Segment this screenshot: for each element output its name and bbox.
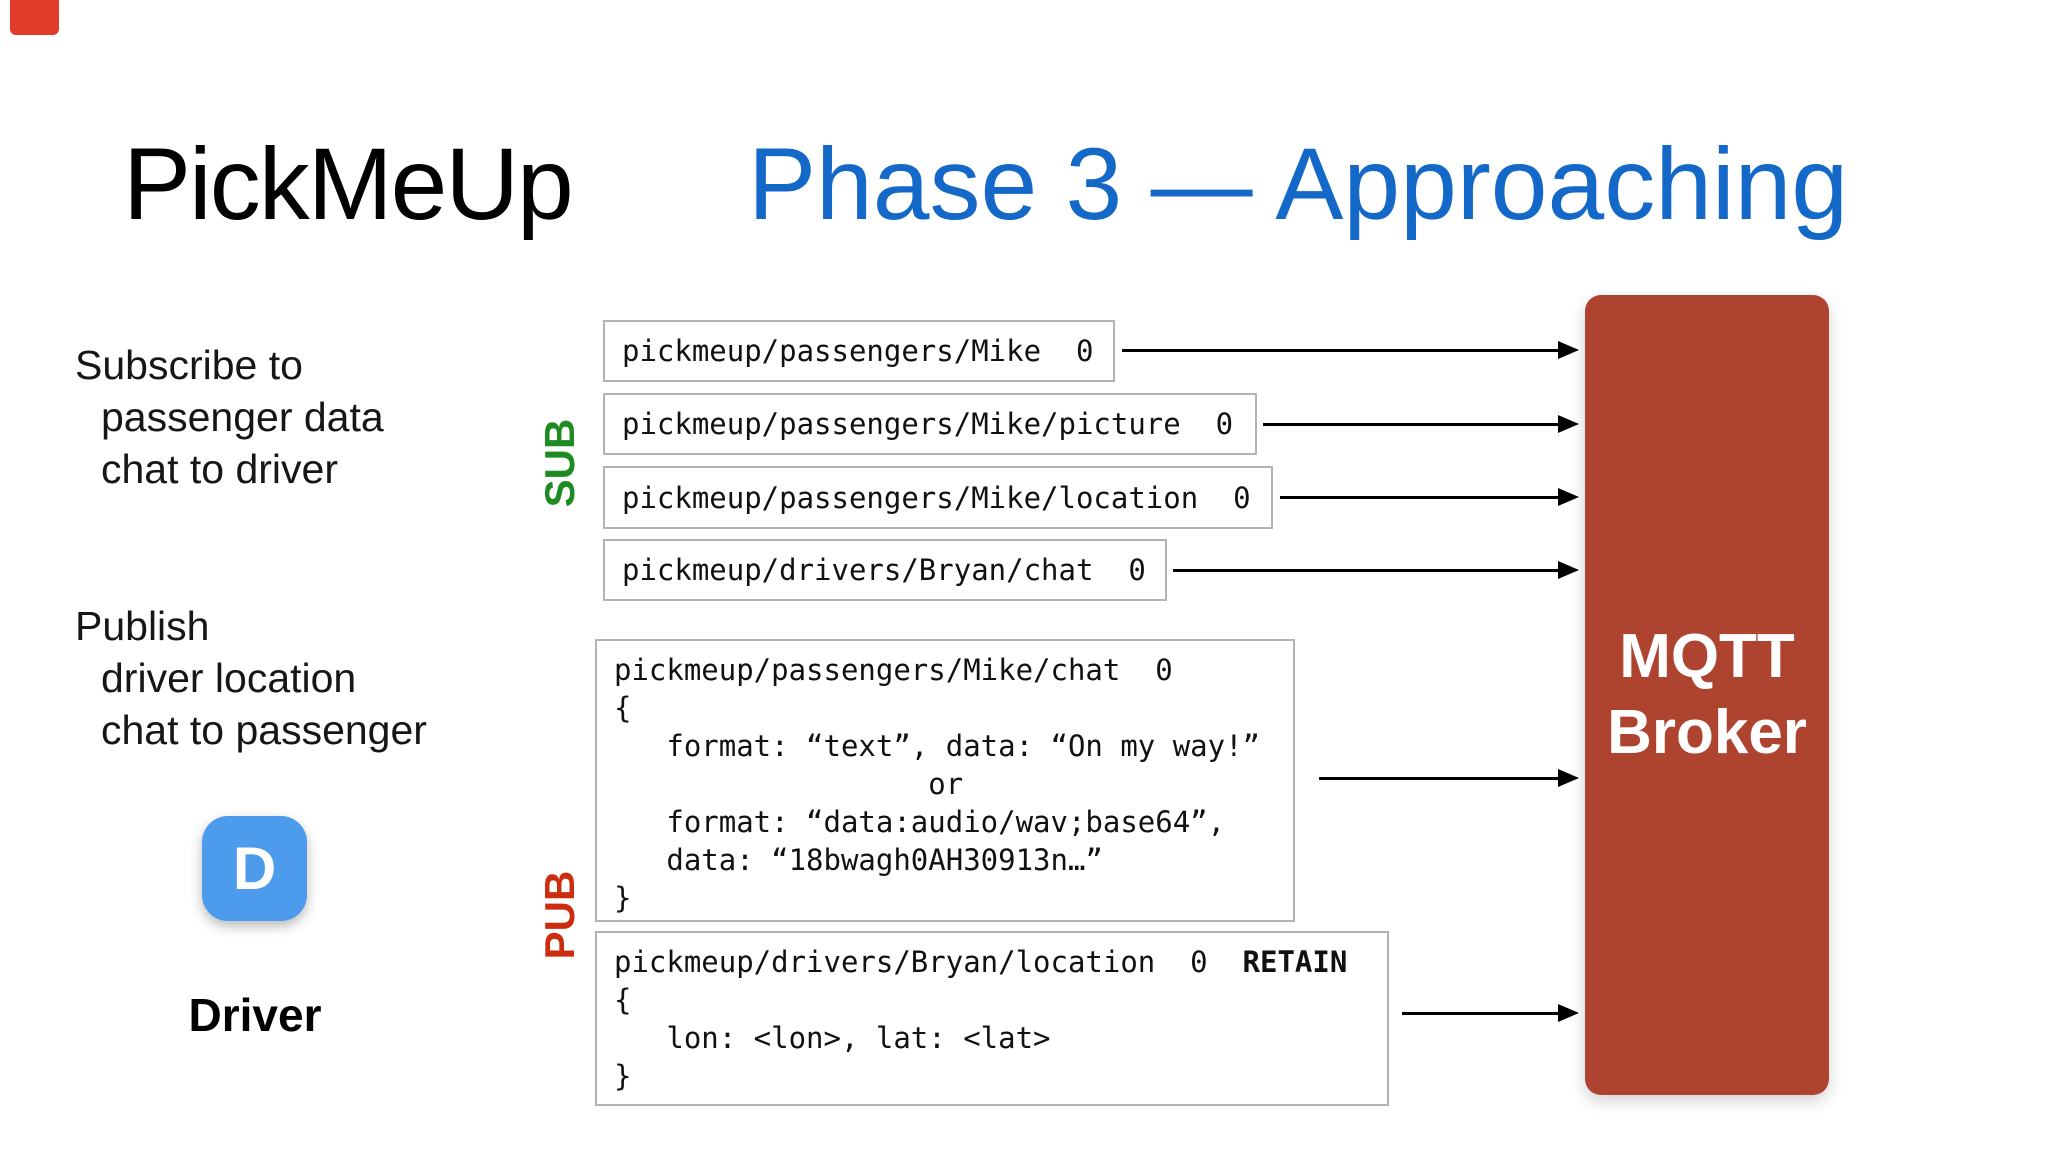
phase-title: Phase 3 — Approaching [748, 127, 1849, 241]
chat-box-line: data: “18bwagh0AH30913n…” [614, 843, 1103, 877]
arrow-chatbox-to-broker [1319, 769, 1579, 787]
location-box-line: lon: <lon>, lat: <lat> [614, 1021, 1051, 1055]
topic-box-passengers-mike: pickmeup/passengers/Mike 0 [603, 320, 1115, 382]
topic-text: pickmeup/passengers/Mike 0 [622, 334, 1094, 368]
location-box-line: { [614, 983, 632, 1017]
topic-box-passengers-mike-location: pickmeup/passengers/Mike/location 0 [603, 466, 1273, 529]
pub-label: PUB [536, 870, 583, 960]
arrow-topic3-to-broker [1280, 488, 1579, 506]
location-topic-text: pickmeup/drivers/Bryan/location 0 [614, 945, 1243, 979]
arrow-locationbox-to-broker [1402, 1004, 1579, 1022]
red-marker [10, 0, 59, 35]
broker-label: MQTT Broker [1607, 619, 1807, 771]
location-box-line: } [614, 1059, 632, 1093]
chat-message-box: pickmeup/passengers/Mike/chat 0 { format… [595, 639, 1295, 922]
publish-note-line3: chat to passenger [101, 707, 427, 753]
arrow-topic1-to-broker [1122, 341, 1579, 359]
arrow-topic4-to-broker [1173, 561, 1579, 579]
chat-box-line: format: “text”, data: “On my way!” [614, 729, 1261, 763]
subscribe-note-line2: passenger data [101, 394, 384, 440]
chat-box-line: } [614, 881, 632, 915]
topic-box-passengers-mike-picture: pickmeup/passengers/Mike/picture 0 [603, 393, 1257, 455]
chat-box-line: or [614, 767, 964, 801]
retain-flag: RETAIN [1242, 945, 1348, 979]
topic-text: pickmeup/drivers/Bryan/chat 0 [622, 553, 1146, 587]
chat-box-line: { [614, 691, 632, 725]
location-box-topic-line: pickmeup/drivers/Bryan/location 0 RETAIN [614, 943, 1370, 981]
publish-note-line2: driver location [101, 655, 357, 701]
topic-text: pickmeup/passengers/Mike/location 0 [622, 480, 1251, 515]
topic-box-drivers-bryan-chat: pickmeup/drivers/Bryan/chat 0 [603, 539, 1167, 601]
topic-text: pickmeup/passengers/Mike/picture 0 [622, 407, 1234, 441]
location-message-box: pickmeup/drivers/Bryan/location 0 RETAIN… [595, 931, 1389, 1106]
subscribe-note-line1: Subscribe to [75, 342, 303, 388]
arrow-topic2-to-broker [1263, 415, 1579, 433]
broker-label-line2: Broker [1607, 698, 1807, 767]
subscribe-note-line3: chat to driver [101, 446, 338, 492]
publish-note: Publish driver location chat to passenge… [75, 600, 427, 756]
driver-badge-letter: D [232, 835, 277, 902]
chat-box-line: format: “data:audio/wav;base64”, [614, 805, 1226, 839]
publish-note-line1: Publish [75, 603, 210, 649]
driver-label: Driver [188, 989, 322, 1041]
sub-label: SUB [536, 418, 583, 508]
mqtt-broker-box: MQTT Broker [1585, 295, 1829, 1095]
driver-badge: D [202, 816, 307, 921]
app-title: PickMeUp [123, 127, 574, 241]
subscribe-note: Subscribe to passenger data chat to driv… [75, 339, 384, 495]
chat-box-line: pickmeup/passengers/Mike/chat 0 [614, 653, 1173, 687]
broker-label-line1: MQTT [1619, 622, 1795, 691]
